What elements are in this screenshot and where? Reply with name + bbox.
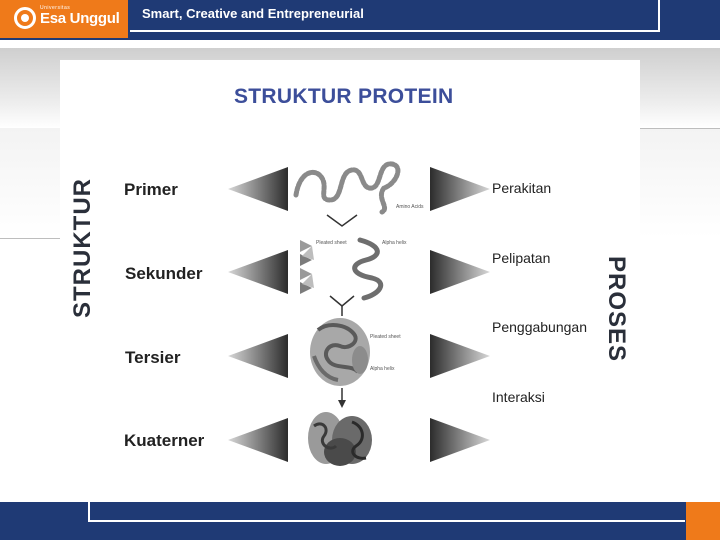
alpha-helix-icon — [355, 240, 381, 298]
pleated-sheet-icon — [300, 240, 314, 294]
right-arrow — [430, 250, 490, 294]
logo-text: Esa Unggul — [40, 10, 120, 27]
level-primer: Primer — [124, 180, 178, 200]
down-pointer-icon — [327, 215, 357, 226]
protein-structure-figure: STRUKTUR PROTEIN STRUKTUR PROSES Amino A… — [60, 60, 640, 496]
level-kuaterner: Kuaterner — [124, 431, 204, 451]
header-divider — [130, 30, 660, 32]
process-penggabungan: Penggabungan — [492, 319, 587, 335]
footer-divider — [90, 520, 685, 522]
footer-divider-vertical — [88, 502, 90, 522]
right-arrow — [430, 418, 490, 462]
left-arrow — [228, 418, 288, 462]
right-arrow — [430, 167, 490, 211]
left-arrow — [228, 250, 288, 294]
left-arrow — [228, 334, 288, 378]
left-arrow — [228, 167, 288, 211]
right-arrow — [430, 334, 490, 378]
pleated-sheet-label-2: Pleated sheet — [370, 334, 401, 340]
decor-line — [0, 238, 60, 239]
footer-accent — [686, 502, 720, 540]
down-pointer-icon — [330, 296, 354, 306]
level-sekunder: Sekunder — [125, 264, 202, 284]
process-pelipatan: Pelipatan — [492, 250, 550, 266]
quaternary-structure-icon — [308, 412, 372, 466]
amino-acid-chain-icon — [296, 164, 398, 212]
level-tersier: Tersier — [125, 348, 180, 368]
pleated-sheet-label: Pleated sheet — [316, 240, 347, 246]
alpha-helix-label-2: Alpha helix — [370, 366, 395, 372]
brand-logo: Universitas Esa Unggul — [0, 0, 128, 38]
process-interaksi: Interaksi — [492, 389, 545, 405]
logo-emblem-icon — [14, 7, 36, 29]
tertiary-structure-icon — [310, 318, 370, 386]
tagline: Smart, Creative and Entrepreneurial — [142, 6, 364, 21]
amino-acids-label: Amino Acids — [396, 204, 424, 210]
header-divider-vertical — [658, 0, 660, 32]
alpha-helix-label: Alpha helix — [382, 240, 407, 246]
process-perakitan: Perakitan — [492, 180, 551, 196]
decor-line — [640, 128, 720, 129]
